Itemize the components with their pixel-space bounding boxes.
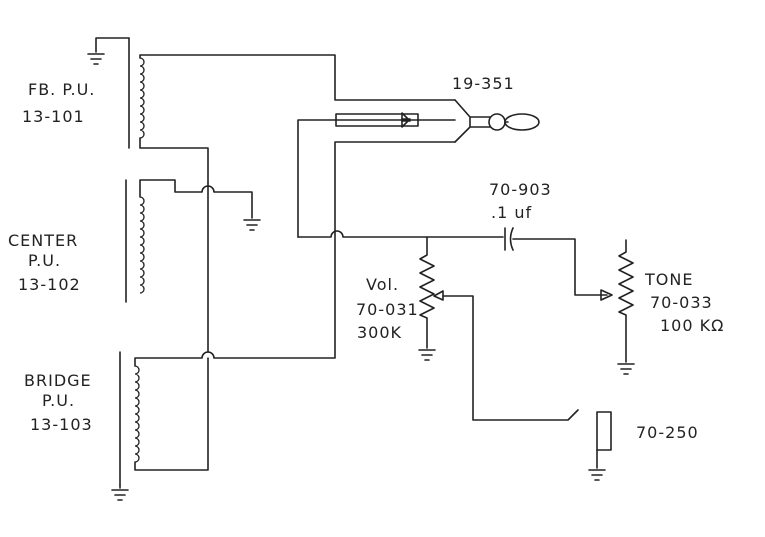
capacitor-value-label: .1 uf — [491, 203, 532, 222]
volume-pot — [418, 236, 579, 421]
capacitor-plate — [509, 227, 514, 251]
switch-part-label: 19-351 — [452, 74, 515, 93]
center-pickup-sub: P.U. — [28, 251, 61, 270]
volume-name-label: Vol. — [366, 275, 399, 294]
bridge-pickup-coil — [134, 365, 140, 463]
ground-symbol — [243, 219, 261, 231]
bridge-pickup-name: BRIDGE — [24, 371, 92, 390]
ground-symbol — [111, 489, 129, 501]
selector-switch — [297, 99, 540, 238]
fb-pickup — [87, 37, 456, 184]
bridge-pickup-sub: P.U. — [42, 391, 75, 410]
bridge-pickup — [111, 141, 456, 501]
volume-value-label: 300K — [357, 323, 402, 342]
output-jack — [588, 411, 612, 481]
center-pickup-part: 13-102 — [18, 275, 81, 294]
volume-part-label: 70-031 — [356, 300, 419, 319]
jack-part-label: 70-250 — [636, 423, 699, 442]
capacitor-part-label: 70-903 — [489, 180, 552, 199]
center-pickup — [125, 179, 261, 303]
center-pickup-coil — [139, 196, 145, 294]
bridge-pickup-part: 13-103 — [30, 415, 93, 434]
fb-pickup-coil — [139, 57, 145, 139]
ground-symbol — [588, 469, 606, 481]
ground-symbol — [617, 363, 635, 375]
fb-pickup-part: 13-101 — [22, 107, 85, 126]
center-pickup-name: CENTER — [8, 231, 78, 250]
output-network — [297, 227, 613, 301]
ground-symbol — [418, 349, 436, 361]
tone-value-label: 100 KΩ — [660, 316, 724, 335]
ground-symbol — [87, 53, 105, 65]
tone-name-label: TONE — [644, 270, 693, 289]
tone-part-label: 70-033 — [650, 293, 713, 312]
fb-pickup-name: FB. P.U. — [28, 80, 95, 99]
tone-pot — [617, 239, 635, 375]
